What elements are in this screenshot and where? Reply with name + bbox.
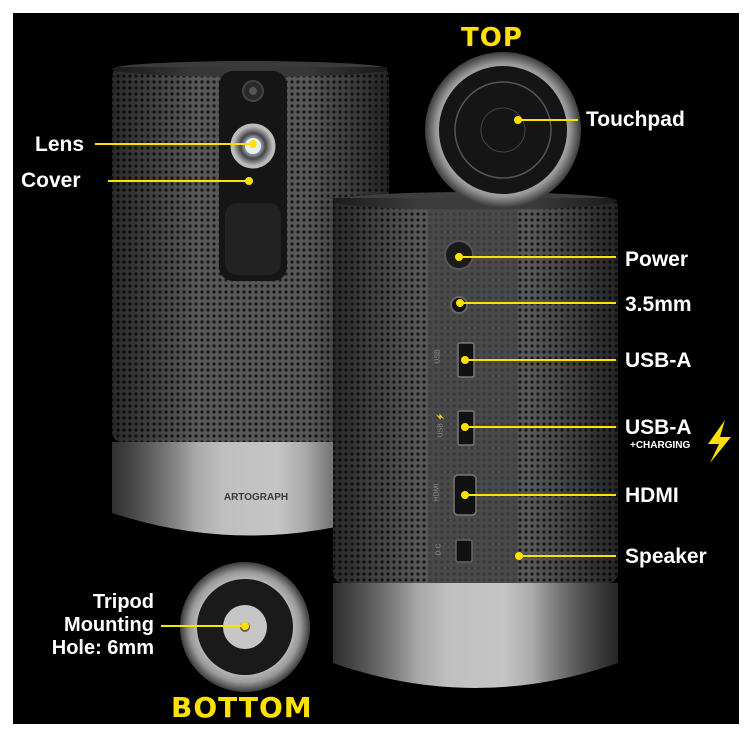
label-touchpad: Touchpad xyxy=(586,108,685,131)
port-mark-hdmi: HDMI xyxy=(433,483,441,502)
port-mark-usb-charge: USB ⚡ xyxy=(437,412,445,438)
label-speaker: Speaker xyxy=(625,545,707,568)
top-view xyxy=(425,52,581,208)
brand-mark: ARTOGRAPH xyxy=(224,492,288,503)
lightning-bolt-icon xyxy=(708,420,731,463)
label-cover: Cover xyxy=(21,169,81,192)
label-power: Power xyxy=(625,248,689,271)
label-tripod-line1: Tripod xyxy=(92,591,154,613)
bottom-header: BOTTOM xyxy=(171,691,313,724)
label-hdmi: HDMI xyxy=(625,484,679,507)
label-tripod-line3: Hole: 6mm xyxy=(51,637,154,659)
label-usb-a: USB-A xyxy=(625,349,692,372)
port-mark-dc: D C xyxy=(435,543,443,556)
product-diagram: ARTOGRAPH xyxy=(13,13,739,724)
label-tripod-line2: Mounting xyxy=(64,614,154,636)
label-3-5mm: 3.5mm xyxy=(625,293,692,316)
top-header: TOP xyxy=(461,23,523,53)
label-lens: Lens xyxy=(35,133,85,156)
label-tripod: Tripod Mounting Hole: 6mm xyxy=(13,591,154,660)
label-usb-a-charging: USB-A xyxy=(625,416,692,439)
port-mark-usb: USB xyxy=(434,349,442,364)
diagram-artwork: ARTOGRAPH xyxy=(95,52,731,708)
label-charging-note: +CHARGING xyxy=(630,440,691,451)
projector-back xyxy=(333,192,618,708)
